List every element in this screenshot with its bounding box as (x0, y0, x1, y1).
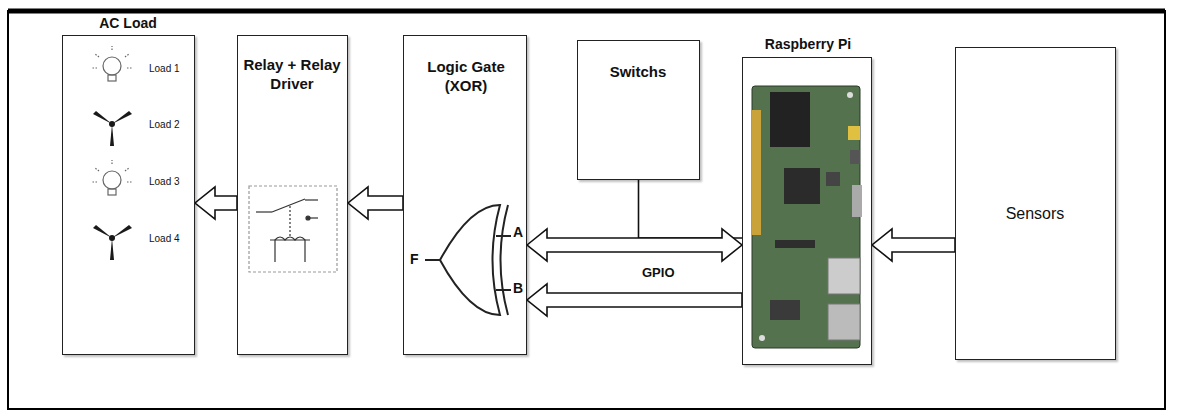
logic-gate-box: Logic Gate (XOR) (403, 35, 527, 355)
block-title: Switchs (580, 63, 696, 82)
frame-top (8, 9, 1165, 14)
raspberry-pi-board (752, 86, 862, 348)
fan-icon (93, 225, 132, 260)
relay-box: Relay + Relay Driver (237, 35, 348, 355)
load-label: Load 2 (149, 119, 191, 132)
signal-label: GPIO (640, 265, 677, 281)
fan-icon (93, 111, 132, 146)
bulb-icon (92, 160, 132, 195)
load-label: Load 4 (149, 233, 191, 246)
frame (8, 11, 1165, 409)
load-box: AC LoadLoad 1Load 2Load 3Load 4 (62, 35, 195, 355)
pin-label: B (511, 280, 525, 297)
block-arrow (348, 187, 403, 219)
load-label: Load 3 (149, 176, 191, 189)
pin-label: F (408, 251, 421, 268)
block-arrow (872, 229, 955, 261)
block-arrow (527, 229, 742, 261)
switch-box: Switchs (577, 40, 700, 180)
block-title: Sensors (958, 204, 1112, 224)
load-label: Load 1 (149, 63, 191, 76)
bulb-icon (92, 46, 132, 81)
xor-gate-symbol (425, 205, 511, 315)
pin-label: A (511, 224, 525, 241)
relay-symbol (249, 186, 337, 272)
block-title: Logic Gate (XOR) (416, 58, 516, 96)
block-arrow (195, 187, 237, 219)
block-arrow (527, 284, 742, 316)
bus-line (639, 180, 743, 238)
raspberry-pi-box: Raspberry Pi (742, 57, 872, 365)
block-title: AC Load (53, 15, 203, 33)
block-title: Relay + Relay Driver (240, 56, 344, 94)
block-title: Raspberry Pi (738, 36, 878, 54)
sensor-box: Sensors (955, 47, 1116, 360)
